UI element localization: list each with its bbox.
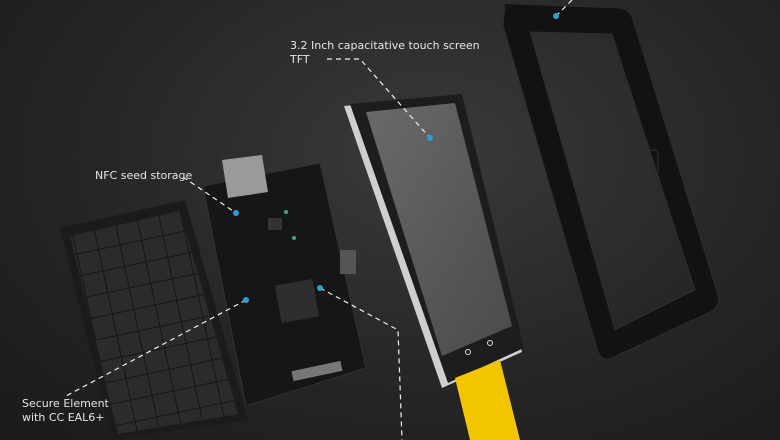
main-chip (274, 278, 320, 324)
bumper-frame (502, 3, 720, 360)
back-case (60, 200, 248, 440)
secure-element-marker-dot (243, 297, 249, 303)
secure-element-label-line1: Secure Element (22, 397, 109, 410)
screen-label-line1: 3.2 Inch capacitative touch screen (290, 39, 480, 52)
side-button (647, 149, 659, 177)
chip-marker-dot (317, 285, 323, 291)
nfc-marker-dot (233, 210, 239, 216)
secure-element-callout-line (65, 299, 247, 397)
flex-cable (455, 360, 520, 440)
screen-label: 3.2 Inch capacitative touch screen TFT (290, 39, 480, 67)
secure-element-label-line2: with CC EAL6+ (22, 411, 105, 424)
pcb-board (202, 155, 367, 407)
usb-port (340, 250, 356, 274)
nfc-label: NFC seed storage (95, 169, 193, 182)
frame-marker-dot (553, 13, 559, 19)
secure-element-label: Secure Element with CC EAL6+ (22, 397, 109, 425)
sd-card-slot (222, 155, 268, 198)
screen-callout-line (327, 58, 431, 139)
touch-screen (344, 94, 524, 440)
screen-marker-dot (427, 135, 433, 141)
connector (291, 360, 343, 382)
nfc-callout-line (182, 176, 237, 214)
screen-label-line2: TFT (290, 53, 310, 66)
frame-callout-line (555, 0, 573, 17)
chip-callout-line (319, 287, 403, 440)
